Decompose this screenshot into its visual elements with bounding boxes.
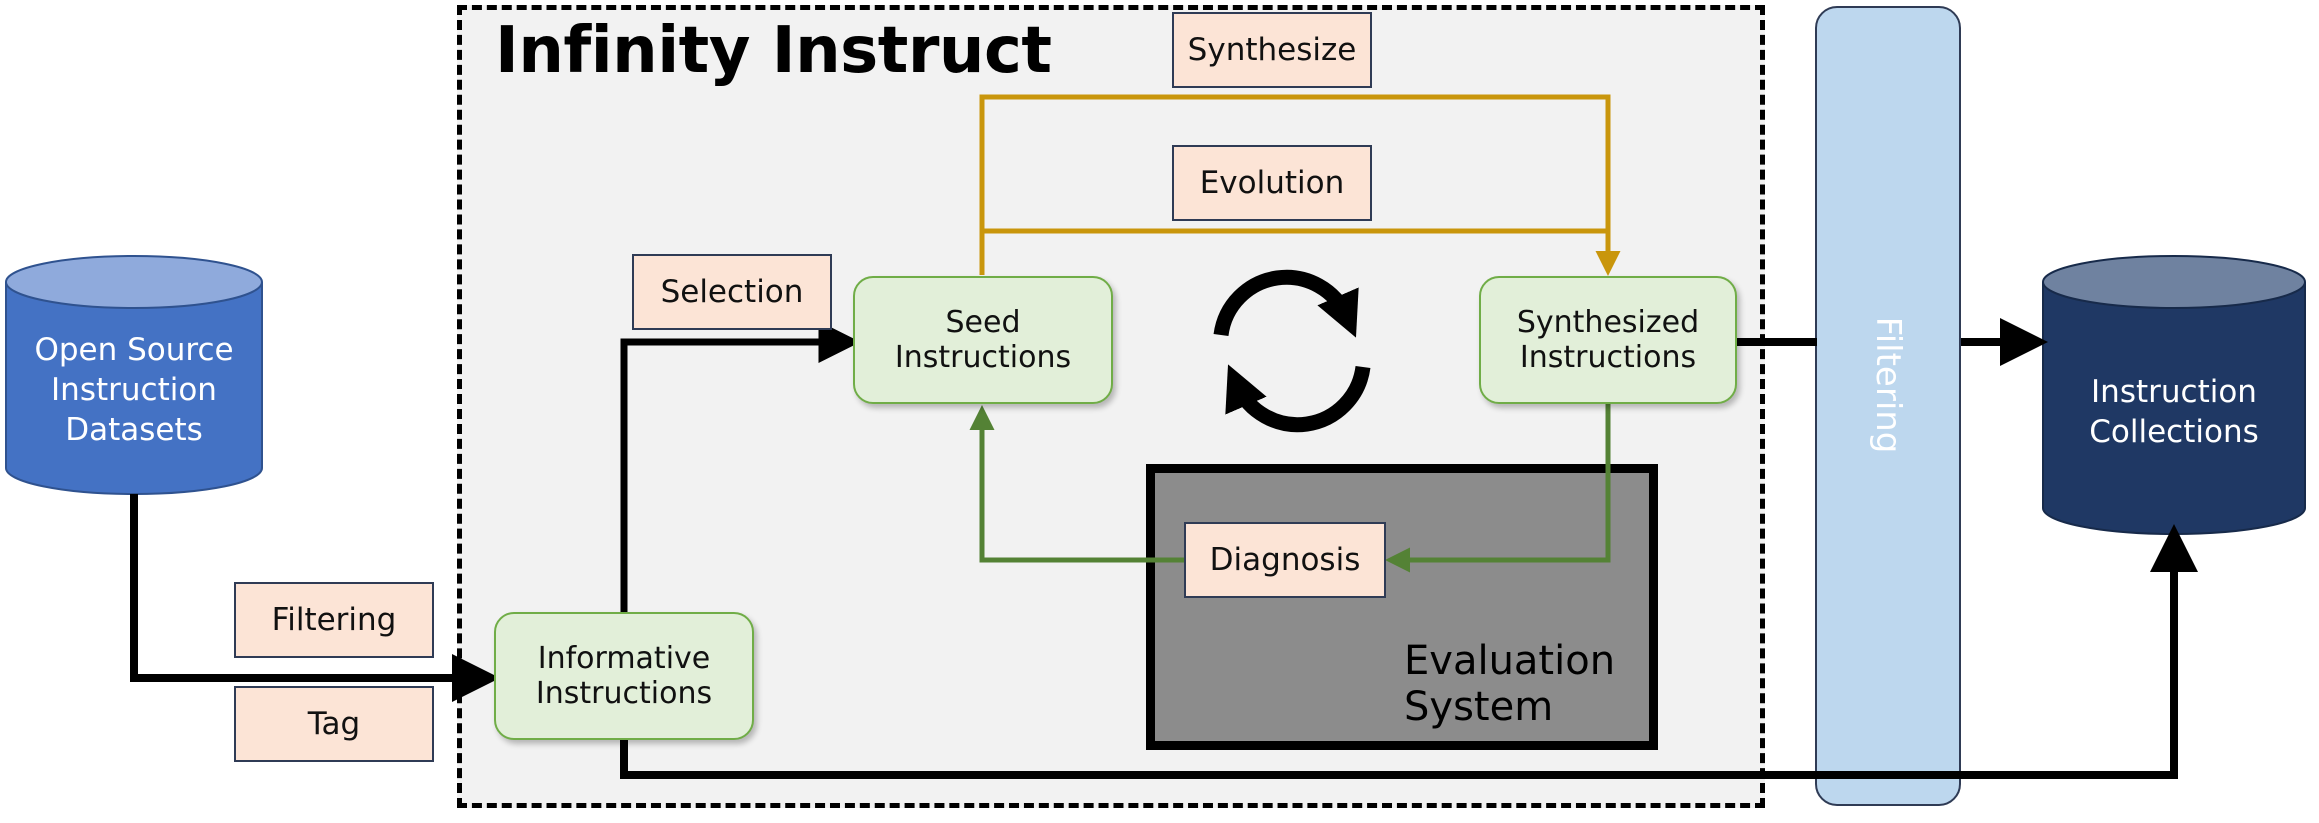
evolution-label: Evolution xyxy=(1172,145,1372,221)
filtering-label: Filtering xyxy=(234,582,434,658)
evaluation-system-box xyxy=(1146,464,1658,750)
selection-label: Selection xyxy=(632,254,832,330)
open-source-datasets-cylinder xyxy=(5,255,263,495)
refresh-cycle-icon xyxy=(1213,269,1371,433)
filtering-bar-label: Filtering xyxy=(1868,316,1908,454)
synthesized-to-diagnosis-arrow xyxy=(1385,402,1611,573)
source-to-informative-arrow xyxy=(130,494,500,702)
filtering-bar xyxy=(1815,6,1961,806)
diagram-title: Infinity Instruct xyxy=(495,14,1052,88)
informative-to-collections-arrow xyxy=(620,524,2198,779)
diagnosis-to-seed-arrow xyxy=(969,405,1184,563)
informative-to-seed-arrow xyxy=(620,321,861,612)
instruction-collections-cylinder xyxy=(2042,255,2306,535)
seed-instructions-label: Seed Instructions xyxy=(894,305,1072,375)
informative-instructions-label: Informative Instructions xyxy=(535,641,713,711)
open-source-datasets-label: Open Source Instruction Datasets xyxy=(34,332,234,448)
synthesize-path xyxy=(979,94,1611,275)
seed-instructions-node: Seed Instructions xyxy=(853,276,1113,404)
instruction-collections-label: Instruction Collections xyxy=(2089,374,2259,450)
tag-label: Tag xyxy=(234,686,434,762)
synthesized-instructions-label: Synthesized Instructions xyxy=(1516,305,1700,375)
evaluation-system-label: Evaluation System xyxy=(1404,638,1616,730)
synthesize-label: Synthesize xyxy=(1172,12,1372,88)
evolution-path xyxy=(982,228,1621,276)
synthesized-instructions-node: Synthesized Instructions xyxy=(1479,276,1737,404)
informative-instructions-node: Informative Instructions xyxy=(494,612,754,740)
diagnosis-label: Diagnosis xyxy=(1184,522,1386,598)
